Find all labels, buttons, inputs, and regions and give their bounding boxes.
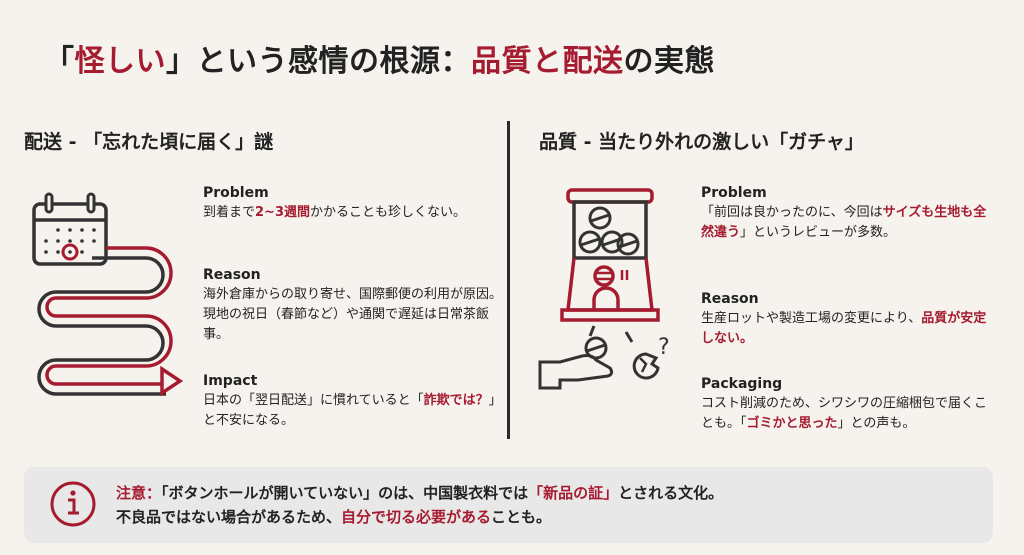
text-segment: 」というレビューが多数。: [740, 225, 897, 240]
delivery-impact-text: 日本の「翌日配送」に慣れていると「詐欺では？」と不安になる。: [203, 391, 503, 431]
quality-packaging-text: コスト削減のため、シワシワの圧縮梱包で届くことも。「ゴミかと思った」との声も。: [701, 394, 991, 434]
text-segment: 」との声も。: [837, 416, 916, 431]
caution-note-text: 注意：「ボタンホールが開いていない」のは、中国製衣料では「新品の証」とされる文化…: [116, 481, 723, 529]
text-segment: 不良品ではない場合があるため、: [116, 508, 342, 526]
quality-problem-label: Problem: [701, 185, 767, 201]
delivery-reason-text: 海外倉庫からの取り寄せ、国際郵便の利用が原因。現地の祝日（春節など）や通関で遅延…: [203, 287, 503, 342]
quality-reason-label: Reason: [701, 291, 759, 307]
caution-note: 注意：「ボタンホールが開いていない」のは、中国製衣料では「新品の証」とされる文化…: [24, 467, 993, 543]
title-accent-suspicious: 怪しい: [74, 44, 166, 79]
highlight-duration: 2~3週間: [255, 205, 310, 220]
title-part3: の実態: [623, 44, 715, 79]
calendar-winding-road-icon: [32, 192, 184, 396]
section-divider: [507, 121, 510, 439]
text-segment: ことも。: [491, 508, 552, 526]
delivery-impact-block: Impact 日本の「翌日配送」に慣れていると「詐欺では？」と不安になる。: [203, 372, 503, 431]
highlight-new-proof: 「新品の証」: [528, 484, 619, 502]
text-segment: かかることも珍しくない。: [310, 205, 467, 220]
gacha-machine-icon: ?: [538, 188, 670, 390]
text-segment: 」と不安になる。: [203, 393, 502, 428]
delivery-impact-label: Impact: [203, 373, 258, 389]
svg-text:?: ?: [658, 335, 670, 360]
delivery-section-heading: 配送 - 「忘れた頃に届く」謎: [24, 131, 274, 153]
text-segment: 到着まで: [203, 205, 256, 220]
title-accent-quality-delivery: 品質と配送: [471, 44, 624, 79]
quality-problem-text: 「前回は良かったのに、今回はサイズも生地も全然違う」というレビューが多数。: [701, 203, 991, 243]
highlight-cut-yourself: 自分で切る必要がある: [341, 508, 492, 526]
caution-line-1: 注意：「ボタンホールが開いていない」のは、中国製衣料では「新品の証」とされる文化…: [116, 481, 723, 505]
page-title: 「怪しい」という感情の根源：品質と配送の実態: [44, 36, 715, 80]
highlight-size-fabric: サイズも生地も全然違う: [701, 205, 987, 240]
text-segment: とされる文化。: [618, 484, 724, 502]
quality-reason-block: Reason 生産ロットや製造工場の変更により、品質が安定しない。: [701, 290, 991, 349]
text-segment: 生産ロットや製造工場の変更により、: [701, 311, 922, 326]
quality-problem-block: Problem 「前回は良かったのに、今回はサイズも生地も全然違う」というレビュ…: [701, 184, 991, 243]
highlight-fraud: 詐欺では？: [423, 393, 489, 408]
delivery-problem-block: Problem 到着まで2~3週間かかることも珍しくない。: [203, 184, 503, 223]
caution-label: 注意：: [116, 484, 162, 502]
caution-line-2: 不良品ではない場合があるため、自分で切る必要があることも。: [116, 505, 723, 529]
title-part2: 」という感情の根源：: [166, 44, 471, 79]
delivery-problem-label: Problem: [203, 185, 269, 201]
info-icon: [50, 481, 96, 527]
highlight-unstable-quality: 品質が安定しない。: [701, 311, 987, 346]
highlight-trash: ゴミかと思った: [746, 416, 838, 431]
quality-section-heading: 品質 - 当たり外れの激しい「ガチャ」: [539, 131, 864, 153]
text-segment: 「前回は良かったのに、今回は: [701, 205, 883, 220]
quality-reason-text: 生産ロットや製造工場の変更により、品質が安定しない。: [701, 309, 991, 349]
delivery-problem-text: 到着まで2~3週間かかることも珍しくない。: [203, 203, 503, 223]
text-segment: 「ボタンホールが開いていない」のは、中国製衣料では: [161, 484, 529, 502]
delivery-reason-block: Reason 海外倉庫からの取り寄せ、国際郵便の利用が原因。現地の祝日（春節など…: [203, 266, 503, 345]
text-segment: コスト削減のため、シワシワの圧縮梱包で届くことも。「: [701, 396, 988, 431]
title-bracket-open: 「: [44, 44, 75, 79]
quality-packaging-label: Packaging: [701, 376, 783, 392]
delivery-reason-label: Reason: [203, 267, 261, 283]
quality-packaging-block: Packaging コスト削減のため、シワシワの圧縮梱包で届くことも。「ゴミかと…: [701, 375, 991, 434]
text-segment: 日本の「翌日配送」に慣れていると「: [203, 393, 424, 408]
